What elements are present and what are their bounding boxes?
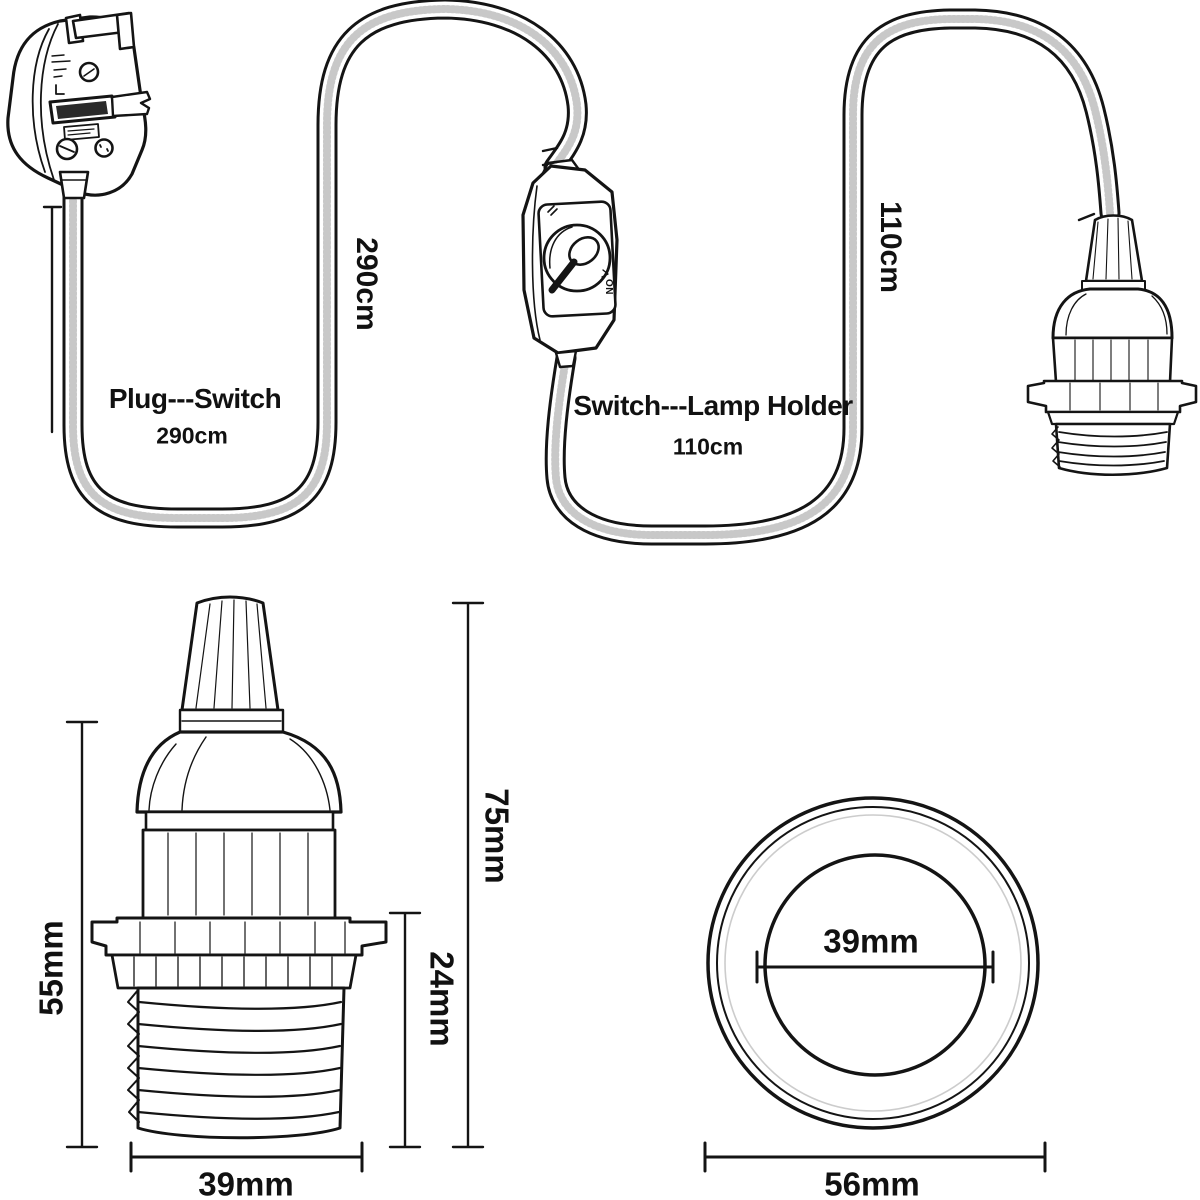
label-plug-switch: Plug---Switch	[108, 383, 282, 414]
holder-dome	[1051, 287, 1174, 340]
switch-on-arrow	[601, 269, 609, 278]
holder-flange	[90, 916, 388, 957]
dim-56mm-ring	[703, 1141, 1047, 1173]
label-body-height: 55mm	[32, 920, 70, 1016]
plug-cord-grip	[58, 170, 90, 200]
cable-switch-to-holder	[544, 8, 1121, 546]
dim-mark-holder	[1077, 212, 1096, 222]
plug-earth-pin	[110, 90, 152, 118]
label-cable1-length-rotated: 290cm	[350, 237, 383, 331]
holder-dome	[135, 730, 343, 814]
uk-plug	[6, 11, 152, 200]
holder-flange	[1026, 379, 1198, 414]
dim-mark-switch	[541, 146, 559, 167]
dim-55mm	[65, 720, 99, 1149]
holder-body	[141, 828, 337, 920]
shade-ring	[706, 796, 1040, 1130]
label-switch-holder: Switch---Lamp Holder	[573, 390, 853, 421]
ring-inner-circle	[763, 853, 987, 1077]
label-thread-diameter: 39mm	[198, 1165, 294, 1200]
switch-knob-pointer	[548, 258, 578, 294]
holder-threads	[136, 986, 346, 1140]
label-thread-height: 24mm	[423, 951, 461, 1047]
dim-75mm	[451, 601, 485, 1149]
lamp-holder-small	[1026, 214, 1198, 476]
ring-outer-circle	[706, 796, 1040, 1130]
label-ring-inner-diameter: 39mm	[823, 922, 919, 960]
dim-plug-cable	[42, 205, 63, 434]
lamp-holder-large	[90, 595, 388, 1140]
plug-pin	[115, 11, 136, 51]
plug-clamp-screw	[94, 138, 114, 158]
label-plug-switch-length: 290cm	[156, 422, 228, 449]
dim-39mm-ring	[755, 950, 995, 984]
holder-cone	[1084, 214, 1144, 283]
inline-switch	[521, 158, 619, 369]
label-ring-outer-diameter: 56mm	[824, 1165, 920, 1200]
dimension-lines	[42, 146, 1096, 1173]
cable-plug-to-switch	[62, 0, 588, 529]
label-cable2-length-rotated: 110cm	[874, 201, 907, 293]
holder-threads	[1054, 422, 1172, 476]
dim-24mm	[388, 911, 422, 1149]
holder-collar	[110, 953, 358, 990]
holder-cone	[180, 595, 280, 712]
holder-body	[1051, 336, 1174, 384]
label-total-height: 75mm	[478, 788, 516, 884]
dim-39mm-holder	[129, 1141, 364, 1173]
label-switch-holder-length: 110cm	[672, 433, 744, 460]
switch-on-label: ON	[603, 279, 614, 295]
